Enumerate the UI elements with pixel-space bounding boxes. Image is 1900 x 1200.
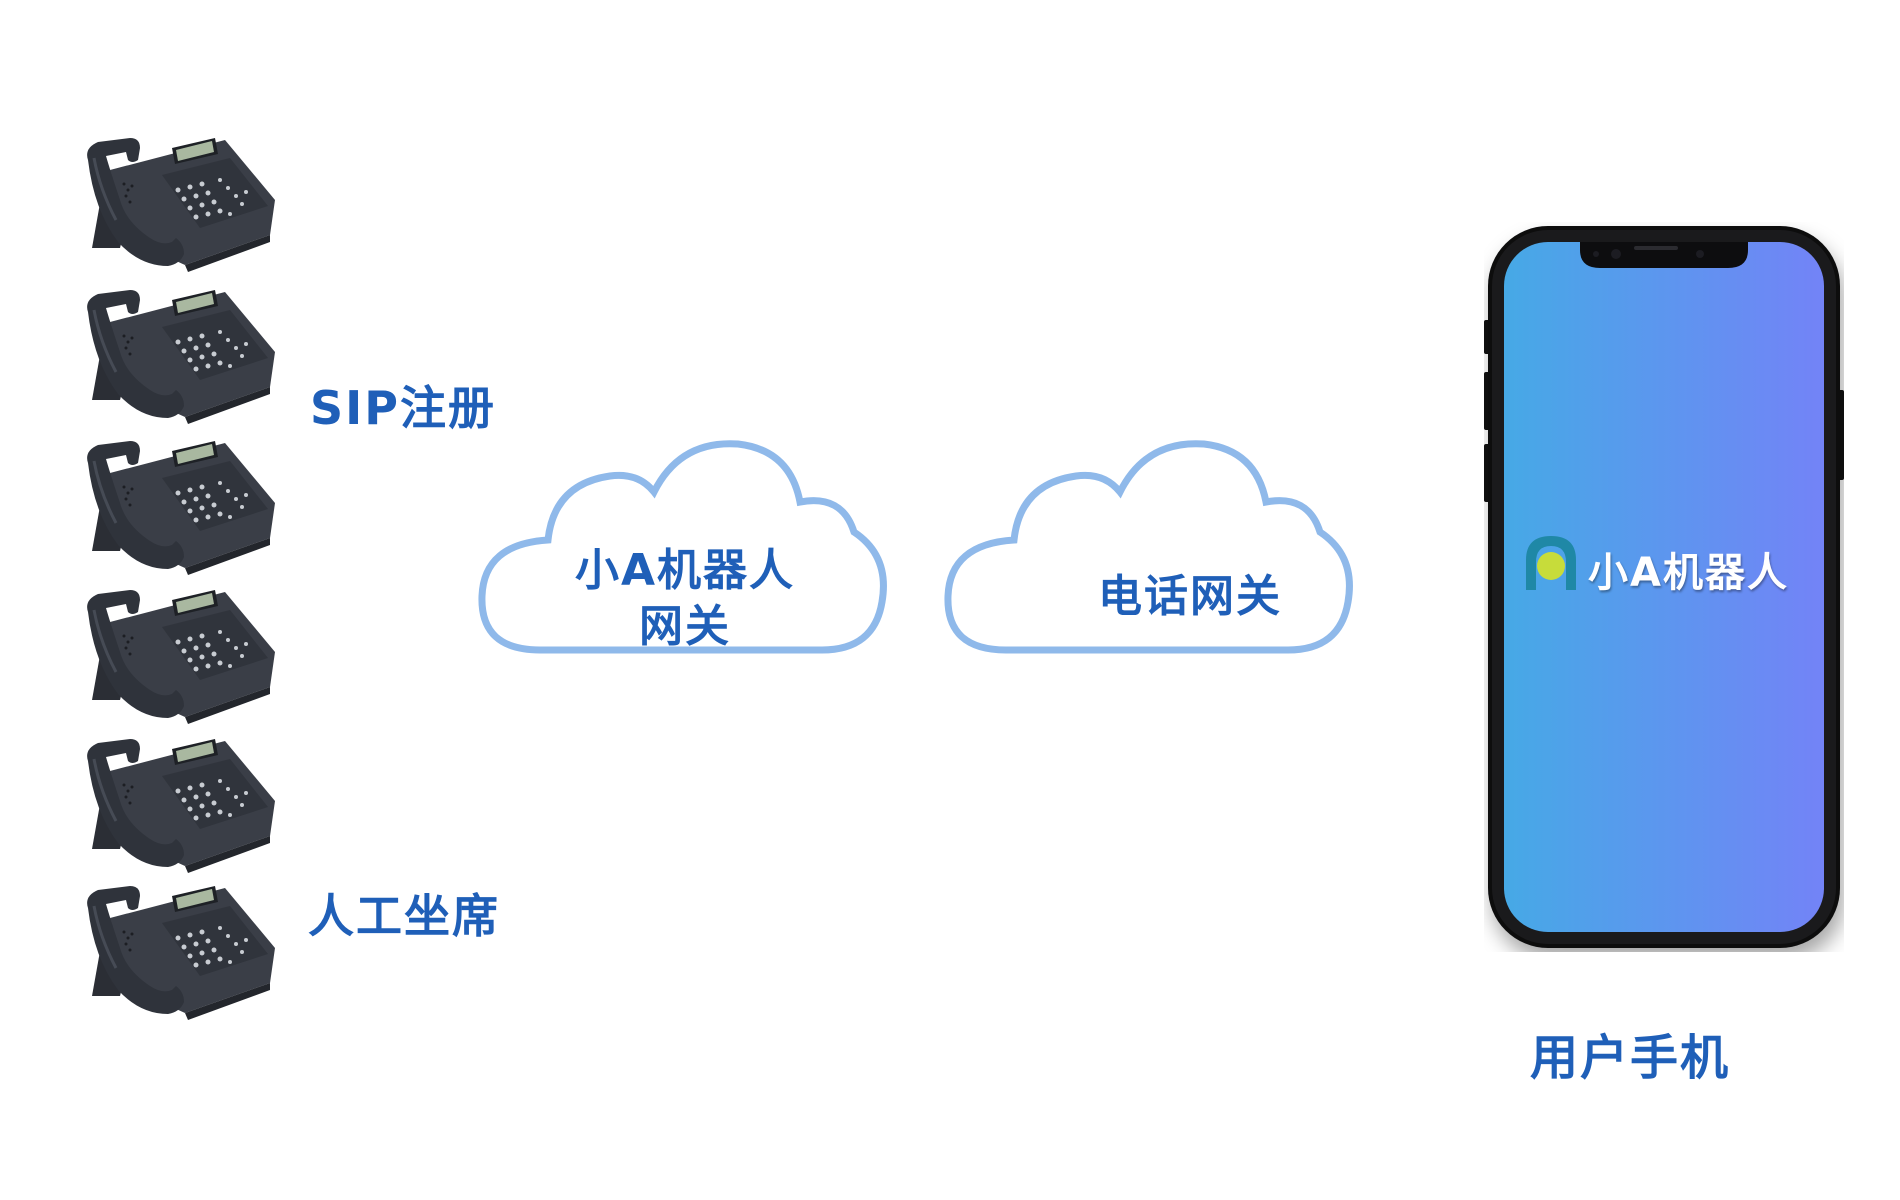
desk-phone-icon [85, 588, 277, 726]
robot-gateway-subtitle: 网关 [639, 601, 731, 652]
sip-registration-label: SIP注册 [310, 381, 496, 435]
smartphone-icon [1484, 226, 1844, 948]
cloud-icon [478, 440, 887, 654]
desk-phone-icon [85, 439, 277, 577]
phone-gateway-title: 电话网关 [1098, 571, 1282, 622]
user-phone-label: 用户手机 [1530, 1030, 1731, 1086]
desk-phone-icon [85, 136, 277, 274]
robot-gateway-title: 小A机器人 [574, 545, 796, 596]
desk-phone-icon [85, 737, 277, 875]
app-name: 小A机器人 [1588, 550, 1789, 596]
desk-phone-icon [85, 288, 277, 426]
cloud-icon [944, 440, 1353, 654]
app-logo-icon [1526, 536, 1576, 590]
desk-phone-icon [85, 884, 277, 1022]
human-agent-label: 人工坐席 [308, 889, 500, 943]
